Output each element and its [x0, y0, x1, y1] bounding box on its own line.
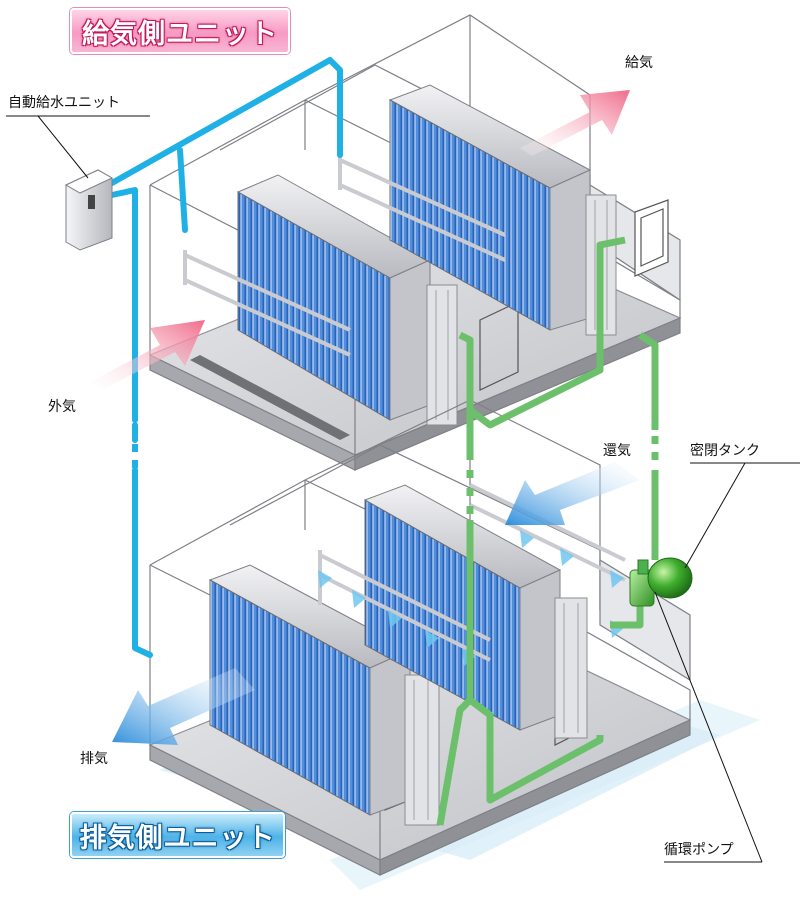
circulation-pump-label: 循環ポンプ	[664, 842, 734, 858]
brine-loop-pipe	[436, 236, 659, 826]
supply-air-arrow	[520, 90, 630, 156]
outside-air-label: 外気	[48, 399, 76, 415]
leader-lines	[6, 115, 800, 863]
exhaust-air-label: 排気	[80, 751, 108, 767]
sealed-tank-label: 密閉タンク	[690, 443, 760, 459]
return-air-label: 還気	[603, 443, 631, 459]
brine-pipe-dashes	[466, 436, 659, 514]
exhaust-unit-title: 排気側ユニット	[70, 812, 285, 858]
auto-water-unit-box	[64, 169, 114, 251]
exhaust-coil-front	[208, 564, 440, 826]
supply-coil-front	[236, 174, 458, 426]
supply-coil-rear	[388, 84, 617, 336]
tank-icon	[647, 557, 693, 599]
exhaust-spray-headers	[318, 483, 626, 662]
supply-unit-title: 給気側ユニット	[70, 8, 290, 54]
supply-spray-headers	[183, 155, 506, 357]
outside-air-arrow	[90, 320, 205, 390]
supply-air-label: 給気	[625, 55, 653, 71]
auto-water-unit-label: 自動給水ユニット	[8, 95, 120, 111]
exhaust-air-arrow	[112, 668, 255, 745]
return-air-arrow	[505, 462, 640, 525]
